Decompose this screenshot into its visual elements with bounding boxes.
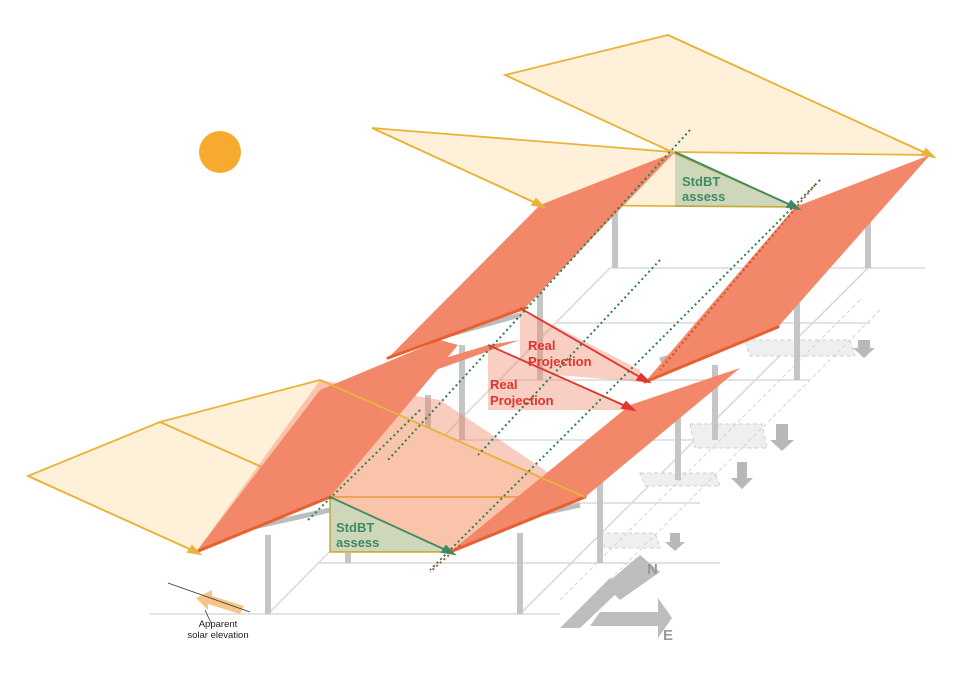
- panel-edges: [194, 306, 780, 554]
- caption-solar-elevation: solar elevation: [187, 630, 248, 641]
- dotted-sightlines: [307, 129, 821, 571]
- down-arrow-icon: [665, 533, 685, 551]
- dotted-sightlines-red: [429, 184, 816, 573]
- ground-dashed-lines: [559, 299, 881, 601]
- solar-panels: [196, 152, 930, 552]
- caption-apparent: Apparent: [199, 619, 238, 630]
- sun-icon: [199, 131, 241, 173]
- panel-front-left: [196, 340, 458, 552]
- stdbt-assess-label-bottom: StdBT assess: [336, 520, 379, 550]
- down-arrow-icon: [853, 340, 875, 358]
- real-projection-label-top: Real Projection: [528, 338, 592, 369]
- panel-front-right: [450, 368, 740, 552]
- panel-back-right: [645, 155, 930, 382]
- panel-back-left: [388, 152, 675, 358]
- down-arrow-icon: [770, 424, 794, 451]
- stdbt-assess-label-top: StdBT assess: [682, 174, 725, 204]
- stdbt-arrows: [329, 151, 802, 556]
- compass-north-label: N: [647, 561, 658, 578]
- sun-ray-arrow-icon: [167, 582, 251, 626]
- sun-ray-arrows: [27, 34, 937, 556]
- real-projection-label-bottom: Real Projection: [490, 377, 554, 408]
- ground-shadow-boxes: [599, 339, 856, 549]
- panel-mid: [430, 340, 520, 372]
- compass-east-label: E: [663, 627, 673, 644]
- down-arrow-icon: [731, 462, 753, 489]
- compass-icon: [560, 555, 672, 638]
- real-projection-arrows: [487, 307, 652, 412]
- down-arrow-icons: [665, 340, 875, 551]
